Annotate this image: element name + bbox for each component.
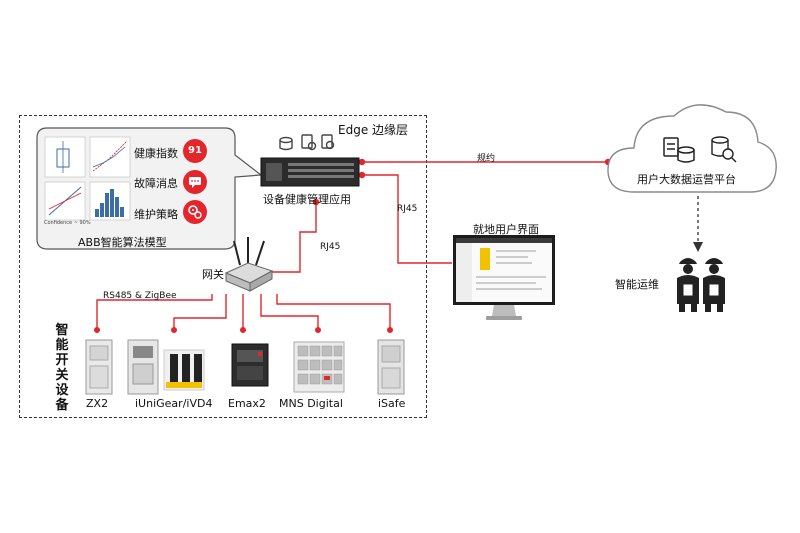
server-icon xyxy=(260,134,360,187)
rj45-gateway-label: RJ45 xyxy=(320,242,341,252)
protocol-label: 规约 xyxy=(477,154,496,164)
health-index-badge: 91 xyxy=(183,139,207,163)
health-app-label: 设备健康管理应用 xyxy=(263,193,351,206)
edge-layer-boundary xyxy=(19,115,427,418)
device-label-isafe: iSafe xyxy=(378,397,406,410)
gateway-label: 网关 xyxy=(202,268,224,281)
algorithm-bubble xyxy=(36,127,263,250)
rj45-ui-link xyxy=(362,174,452,264)
bus-iunigear xyxy=(173,294,227,330)
mns-digital-device xyxy=(293,341,345,393)
emax2-device xyxy=(231,343,269,387)
fault-message-label: 故障消息 xyxy=(134,177,178,190)
health-index-label: 健康指数 xyxy=(134,147,178,160)
chat-icon xyxy=(189,177,201,188)
cloud-platform xyxy=(607,104,777,193)
rj45-gateway-link xyxy=(271,202,317,273)
monitor-icon xyxy=(453,235,555,320)
device-label-mns-digital: MNS Digital xyxy=(279,397,343,410)
edge-layer-label: Edge 边缘层 xyxy=(338,123,409,137)
bus-mns xyxy=(260,294,319,330)
maintenance-strategy-badge xyxy=(183,200,207,224)
rs485-label: RS485 & ZigBee xyxy=(103,291,177,301)
maintenance-strategy-label: 维护策略 xyxy=(134,208,178,221)
bus-zx2 xyxy=(96,294,213,330)
database-icon xyxy=(663,137,695,163)
rj45-right-label: RJ45 xyxy=(397,204,418,214)
iunigear-device xyxy=(127,339,205,395)
zx2-device xyxy=(85,339,113,395)
device-illustrations xyxy=(85,339,405,395)
isafe-device xyxy=(377,339,405,395)
gateway-icon xyxy=(224,237,274,292)
bus-isafe xyxy=(276,294,391,330)
fault-message-badge xyxy=(183,170,207,194)
maintenance-workers-icon xyxy=(677,258,725,312)
local-ui-label: 就地用户界面 xyxy=(473,223,539,236)
maintenance-label: 智能运维 xyxy=(615,278,659,291)
device-label-zx2: ZX2 xyxy=(86,397,109,410)
device-label-iunigear: iUniGear/iVD4 xyxy=(135,397,213,410)
gears-icon xyxy=(188,205,202,219)
switchgear-vertical-label: 智 能 开 关 设 备 xyxy=(55,323,69,413)
app-icons xyxy=(279,134,335,151)
data-search-icon xyxy=(711,136,737,163)
mini-charts-icon xyxy=(44,136,131,221)
cloud-label: 用户大数据运营平台 xyxy=(637,173,736,186)
algorithm-model-title: ABB智能算法模型 xyxy=(78,236,167,249)
mini-chart-caption: Confidence ~ 90% xyxy=(44,220,91,226)
device-label-emax2: Emax2 xyxy=(228,397,266,410)
